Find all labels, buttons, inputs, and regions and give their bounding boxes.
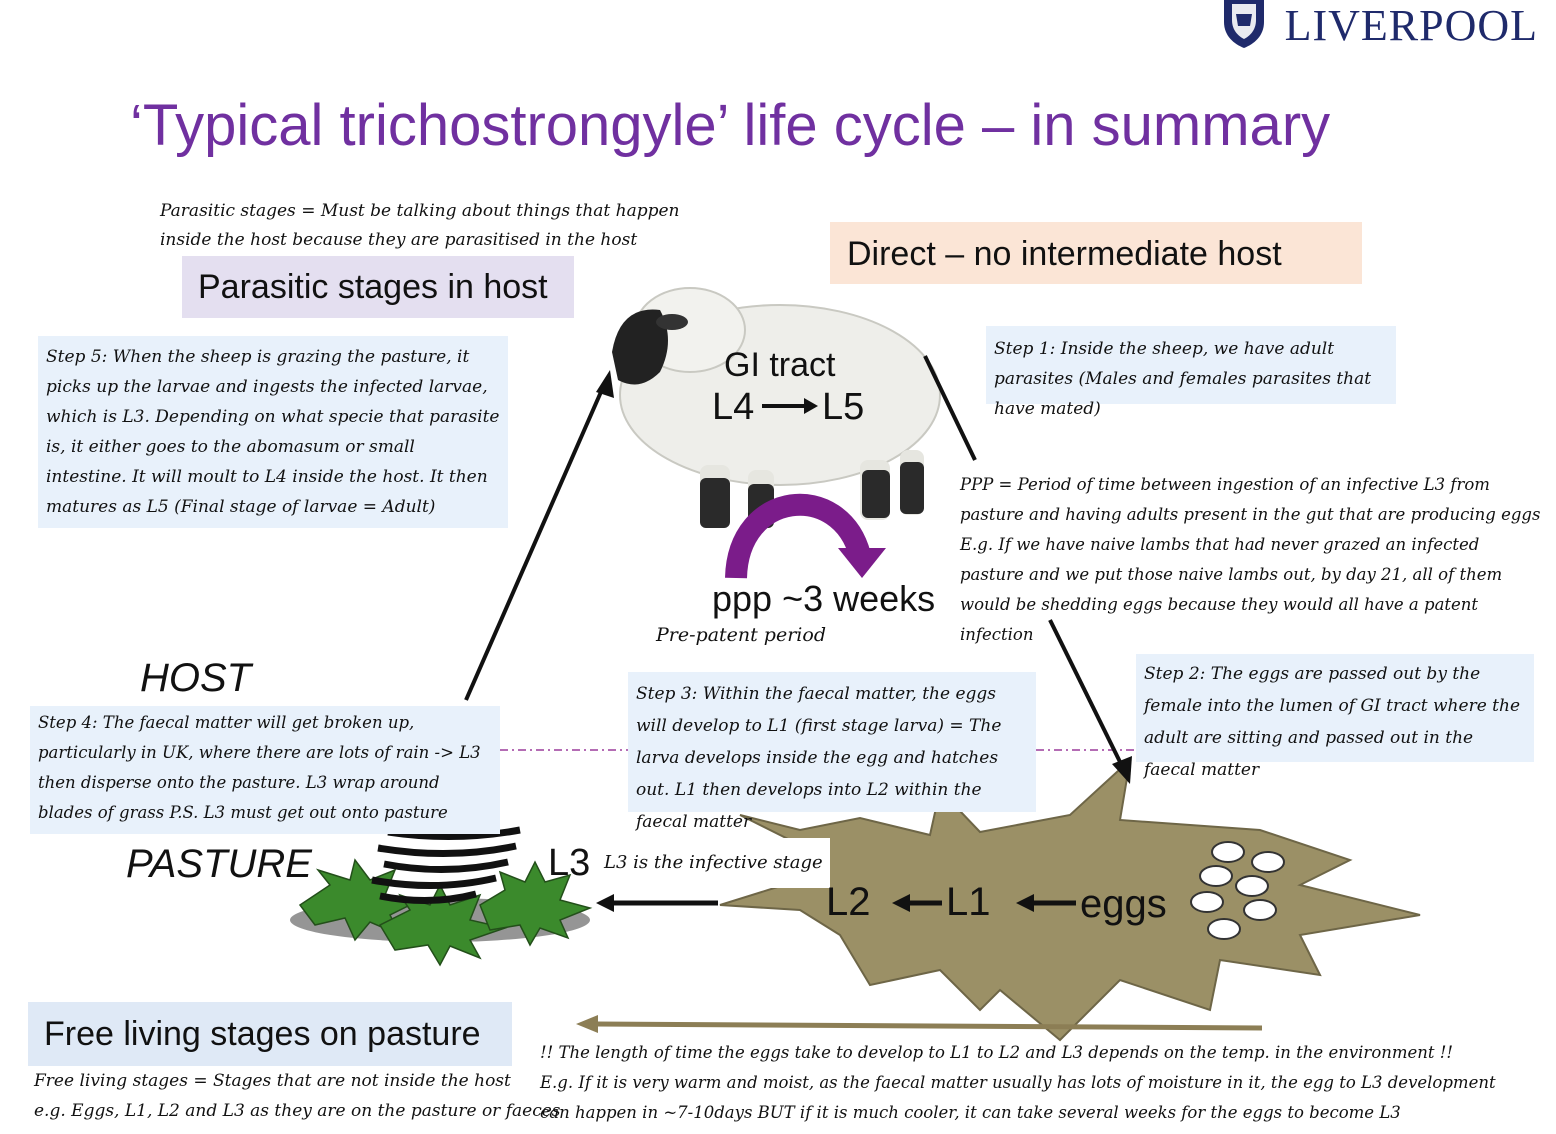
university-logo-text: LIVERPOOL [1284,1,1538,50]
host-label: HOST [140,656,252,700]
pasture-label: PASTURE [126,842,312,886]
egg-cluster-icon [1190,841,1285,940]
step3-note: Step 3: Within the faecal matter, the eg… [628,672,1036,832]
direct-label: Direct – no intermediate host [847,235,1282,273]
larvae-coils-icon [371,826,521,904]
free-definition-line-1: Free living stages = Stages that are not… [34,1071,511,1091]
l3-infective-note: L3 is the infective stage [598,838,830,888]
to-faeces-arrow [1048,619,1126,771]
pasture-to-sheep-arrow [464,384,606,701]
l4-label: L4 [712,386,755,428]
parasitic-stages-box: Parasitic stages in host [182,256,574,318]
temp-note-line-1: !! The length of time the eggs take to d… [540,1043,1454,1062]
faeces-pile-shape [719,757,1421,1042]
ppp-curved-arrow [725,493,871,579]
university-shield-icon [1220,0,1268,48]
temp-note-line-2: E.g. If it is very warm and moist, as th… [540,1073,1496,1092]
grass-tufts-icon [290,858,593,967]
l5-label: L5 [822,386,865,428]
ppp-label: ppp ~3 weeks [712,578,936,619]
pre-patent-label: Pre-patent period [656,624,826,646]
parasitic-definition-line-2: inside the host because they are parasit… [160,230,638,250]
free-living-box: Free living stages on pasture [28,1002,512,1066]
l2-stage-label: L2 [826,880,871,924]
parasitic-stages-label: Parasitic stages in host [198,268,548,306]
sheep-to-ppp-line [923,355,977,461]
eggs-stage-label: eggs [1080,882,1167,926]
free-living-label: Free living stages on pasture [44,1015,481,1053]
step1-note: Step 1: Inside the sheep, we have adult … [986,326,1396,419]
gi-tract-label: GI tract [724,346,836,384]
direct-box: Direct – no intermediate host [830,222,1362,284]
parasitic-definition-line-1: Parasitic stages = Must be talking about… [160,201,680,221]
step4-note: Step 4: The faecal matter will get broke… [30,706,500,834]
sheep-illustration [612,287,941,528]
free-definition-line-2: e.g. Eggs, L1, L2 and L3 as they are on … [34,1101,561,1121]
l3-label: L3 [548,842,591,884]
l1-stage-label: L1 [946,880,991,924]
ppp-definition-note: PPP = Period of time between ingestion o… [960,475,1541,644]
step2-note: Step 2: The eggs are passed out by the f… [1136,654,1534,780]
step5-note: Step 5: When the sheep is grazing the pa… [38,336,508,528]
temp-note-line-3: can happen in ~7-10days BUT if it is muc… [540,1103,1401,1122]
timeline-arrow [595,1021,1263,1031]
slide-title: ‘Typical trichostrongyle’ life cycle – i… [130,93,1331,158]
